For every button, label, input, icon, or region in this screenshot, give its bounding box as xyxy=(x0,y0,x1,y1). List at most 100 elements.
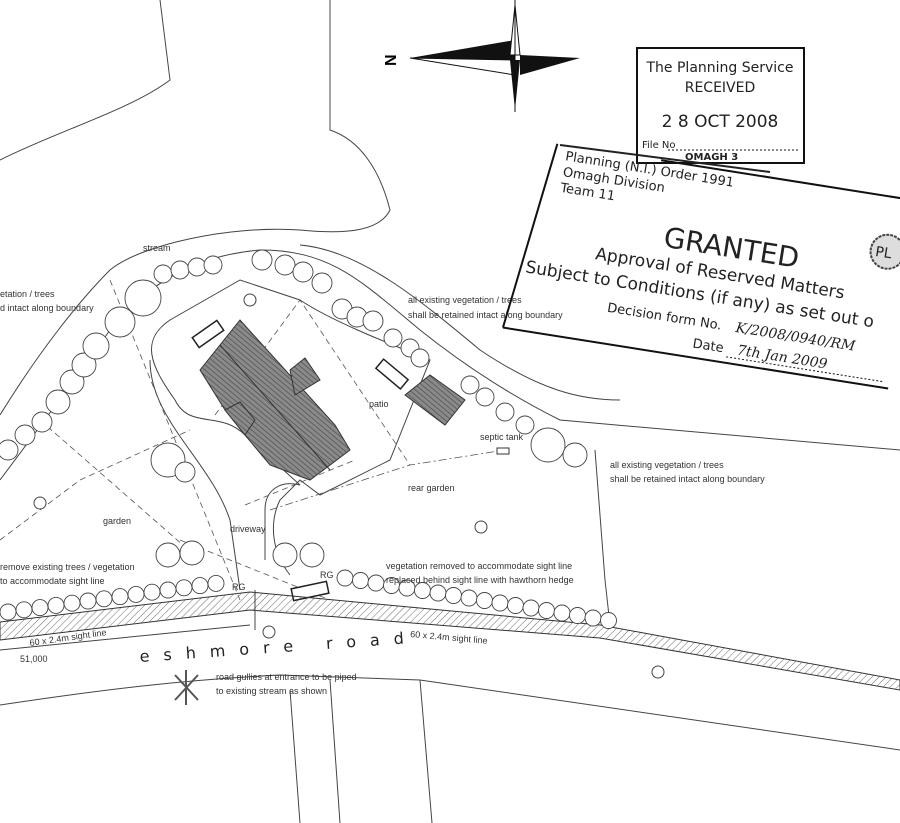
house xyxy=(199,319,466,481)
septic-tank xyxy=(496,447,510,455)
label-driveway: driveway xyxy=(230,524,266,534)
tree xyxy=(522,599,540,617)
tree xyxy=(111,588,129,606)
tree xyxy=(274,254,296,276)
tree xyxy=(538,602,555,619)
tree xyxy=(352,572,369,589)
tree xyxy=(191,577,209,595)
tree xyxy=(127,585,145,603)
planning-seal: PL xyxy=(869,233,900,270)
level-marker-icon xyxy=(243,293,257,307)
date-label: Date xyxy=(692,337,725,357)
tree xyxy=(272,542,298,568)
tree xyxy=(143,583,161,601)
label-level: 51,000 xyxy=(20,654,48,664)
label-garden: garden xyxy=(103,516,131,526)
tree xyxy=(63,594,81,612)
tree xyxy=(475,387,495,407)
tree xyxy=(153,264,173,284)
tree xyxy=(476,592,493,609)
tree xyxy=(336,569,354,587)
tree xyxy=(175,579,193,597)
tree xyxy=(507,597,524,614)
label-stream: stream xyxy=(143,243,171,253)
tree xyxy=(460,375,480,395)
label-rg-right: RG xyxy=(320,570,334,580)
tree xyxy=(367,574,385,592)
label-removed-2: replaced behind sight line with hawthorn… xyxy=(386,575,574,585)
tree xyxy=(45,389,71,415)
tree xyxy=(31,599,49,617)
tree xyxy=(292,261,314,283)
tree xyxy=(584,609,602,627)
tree xyxy=(383,328,403,348)
tree xyxy=(155,542,181,568)
received-line1: The Planning Service xyxy=(646,60,794,76)
tree xyxy=(460,589,478,607)
plan-labels: stream etation / trees d intact along bo… xyxy=(0,243,765,705)
received-line2: RECEIVED xyxy=(685,80,756,96)
tree xyxy=(530,427,566,463)
file-no-label: File No xyxy=(642,140,676,151)
received-date: 2 8 OCT 2008 xyxy=(662,112,779,132)
tree xyxy=(203,255,223,275)
tree xyxy=(79,592,97,610)
tree xyxy=(82,332,110,360)
tree xyxy=(515,415,535,435)
tree xyxy=(14,424,36,446)
level-marker-icon xyxy=(33,496,47,510)
tree xyxy=(187,257,207,277)
label-patio: patio xyxy=(369,399,389,409)
label-remove-1: remove existing trees / vegetation xyxy=(0,562,135,572)
tree xyxy=(179,540,205,566)
seal-text: PL xyxy=(874,244,893,262)
tree xyxy=(104,306,136,338)
cars xyxy=(191,319,410,602)
tree xyxy=(311,272,333,294)
tree xyxy=(0,603,17,621)
north-arrow-icon: N xyxy=(383,0,580,112)
tree xyxy=(15,601,33,619)
tree xyxy=(429,584,447,602)
level-markers xyxy=(33,293,665,679)
tree xyxy=(491,594,509,612)
label-rg-left: RG xyxy=(232,582,246,592)
tree xyxy=(600,612,617,629)
received-stamp: The Planning Service RECEIVED 2 8 OCT 20… xyxy=(559,47,805,173)
tree xyxy=(207,574,225,592)
road-name: eshmore road xyxy=(139,628,418,666)
label-rear-garden: rear garden xyxy=(408,483,455,493)
road xyxy=(0,590,900,823)
gully-icon xyxy=(174,670,199,705)
level-marker-icon xyxy=(474,520,488,534)
tree xyxy=(299,542,325,568)
granted-stamp: Planning (N.I.) Order 1991 Omagh Divisio… xyxy=(501,143,900,390)
label-veg-left-1: etation / trees xyxy=(0,289,55,299)
tree xyxy=(71,352,97,378)
tree xyxy=(159,581,177,599)
label-veg-top-2: shall be retained intact along boundary xyxy=(408,310,563,320)
tree xyxy=(553,604,571,622)
label-septic-tank: septic tank xyxy=(480,432,524,442)
label-veg-right-1: all existing vegetation / trees xyxy=(610,460,724,470)
tree xyxy=(95,590,113,608)
label-veg-left-2: d intact along boundary xyxy=(0,303,94,313)
tree xyxy=(569,607,586,624)
level-marker-icon xyxy=(262,625,276,639)
label-veg-right-2: shall be retained intact along boundary xyxy=(610,474,765,484)
file-no-value: OMAGH 3 xyxy=(685,152,738,163)
tree xyxy=(562,442,588,468)
label-sight-line-right: 60 x 2.4m sight line xyxy=(410,629,488,646)
label-veg-top-1: all existing vegetation / trees xyxy=(408,295,522,305)
tree xyxy=(170,260,190,280)
tree xyxy=(59,369,85,395)
trees xyxy=(0,249,617,629)
label-removed-1: vegetation removed to accommodate sight … xyxy=(386,561,572,571)
tree xyxy=(31,411,53,433)
tree xyxy=(362,310,384,332)
tree xyxy=(410,348,430,368)
label-remove-2: to accommodate sight line xyxy=(0,576,105,586)
label-gullies-2: to existing stream as shown xyxy=(216,686,327,696)
tree xyxy=(124,279,162,317)
